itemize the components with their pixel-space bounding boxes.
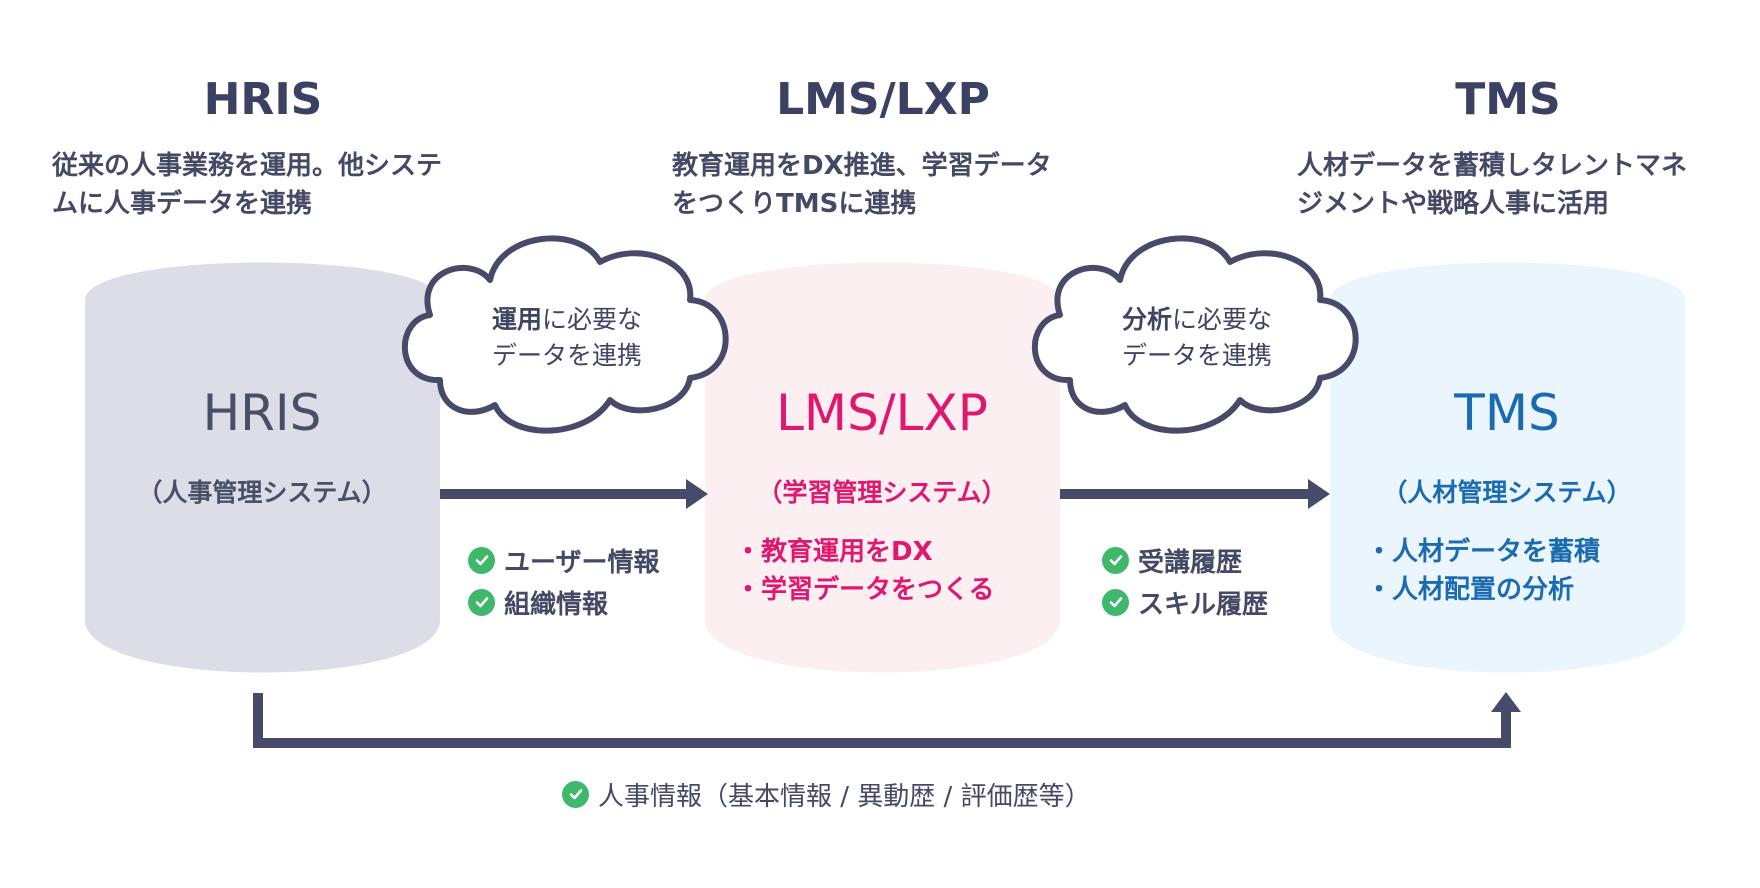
tms-description: 人材データを蓄積しタレントマネ ジメントや戦略人事に活用 <box>1297 147 1687 223</box>
cloud-1-bold: 運用 <box>491 305 542 334</box>
hris-cylinder <box>85 262 440 673</box>
tms-bullet-item: ・人材データを蓄積 <box>1366 537 1601 567</box>
cloud-1-text: 運用に必要な データを連携 <box>417 302 717 374</box>
lms-bullet-item: ・教育運用をDX <box>735 537 933 567</box>
list-item-label: スキル履歴 <box>1138 589 1269 620</box>
cloud-2 <box>1032 235 1359 434</box>
list-item-label: ユーザー情報 <box>504 547 660 578</box>
list-item-label: 受講履歴 <box>1138 547 1243 578</box>
list-item: 受講履歴 <box>1102 539 1268 581</box>
check-icon <box>468 588 495 616</box>
tms-cylinder <box>1330 262 1685 673</box>
cloud-1-line2: データを連携 <box>491 341 642 370</box>
tms-title: TMS <box>1455 74 1561 125</box>
lms-description: 教育運用をDX推進、学習データ をつくりTMSに連携 <box>672 147 1052 223</box>
cloud-1 <box>402 235 729 434</box>
cloud-2-rest: に必要な <box>1172 305 1273 334</box>
hris-description: 従来の人事業務を運用。他システ ムに人事データを連携 <box>52 147 442 223</box>
lms-cylinder-sub: （学習管理システム） <box>757 478 1007 507</box>
lms-description-line: 教育運用をDX推進、学習データ <box>672 151 1052 181</box>
lms-title: LMS/LXP <box>776 74 990 125</box>
hris-title: HRIS <box>203 74 323 125</box>
tms-bullets: ・人材データを蓄積 ・人材配置の分析 <box>1366 533 1600 609</box>
lms-description-line: をつくりTMSに連携 <box>672 189 917 219</box>
cloud-2-line2: データを連携 <box>1121 341 1272 370</box>
list-item: 人事情報（基本情報 / 異動歴 / 評価歴等） <box>562 773 1091 815</box>
cloud-1-rest: に必要な <box>542 305 643 334</box>
tms-bullet-item: ・人材配置の分析 <box>1366 575 1575 605</box>
hris-tms-data-list: 人事情報（基本情報 / 異動歴 / 評価歴等） <box>562 773 1091 815</box>
list-item-label: 人事情報（基本情報 / 異動歴 / 評価歴等） <box>598 781 1091 812</box>
tms-cylinder-name: TMS <box>1454 384 1560 442</box>
hris-cylinder-sub: （人事管理システム） <box>137 478 387 507</box>
arrow-hris-to-lms <box>440 479 708 509</box>
cloud-2-bold: 分析 <box>1121 305 1172 334</box>
list-item: 組織情報 <box>468 581 659 623</box>
lms-bullets: ・教育運用をDX ・学習データをつくる <box>735 533 994 609</box>
check-icon <box>562 780 589 808</box>
tms-description-line: ジメントや戦略人事に活用 <box>1297 189 1610 219</box>
arrow-hris-to-tms <box>253 692 1521 748</box>
arrow-lms-to-tms <box>1060 479 1330 509</box>
tms-cylinder-sub: （人材管理システム） <box>1382 478 1632 507</box>
hris-description-line: ムに人事データを連携 <box>52 189 313 219</box>
tms-description-line: 人材データを蓄積しタレントマネ <box>1297 151 1688 181</box>
check-icon <box>468 546 495 574</box>
hris-cylinder-name: HRIS <box>202 384 322 442</box>
lms-cylinder <box>705 262 1060 673</box>
check-icon <box>1102 588 1129 616</box>
list-item-label: 組織情報 <box>504 589 609 620</box>
lms-cylinder-name: LMS/LXP <box>776 384 988 442</box>
check-icon <box>1102 546 1129 574</box>
hris-description-line: 従来の人事業務を運用。他システ <box>52 151 443 181</box>
cloud-2-text: 分析に必要な データを連携 <box>1047 302 1347 374</box>
hris-lms-data-list: ユーザー情報 組織情報 <box>468 539 659 623</box>
list-item: スキル履歴 <box>1102 581 1268 623</box>
lms-bullet-item: ・学習データをつくる <box>735 575 995 605</box>
lms-tms-data-list: 受講履歴 スキル履歴 <box>1102 539 1268 623</box>
list-item: ユーザー情報 <box>468 539 659 581</box>
